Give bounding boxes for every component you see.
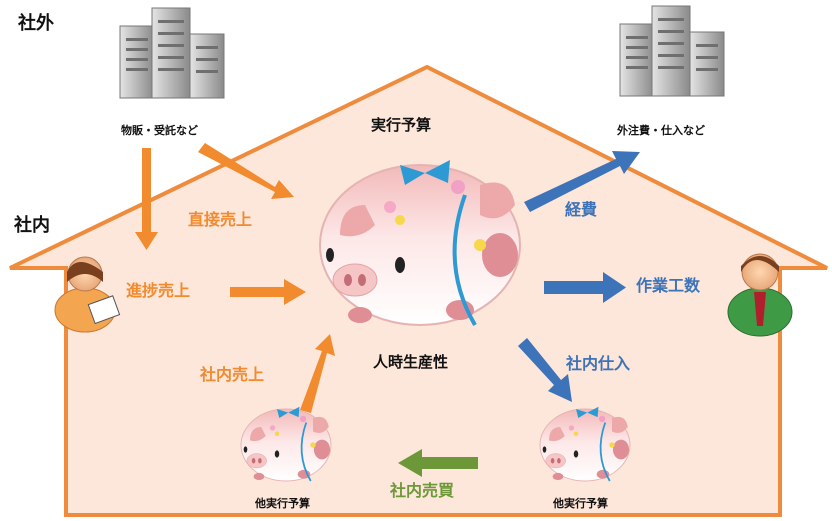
flow-progress-sales: 進捗売上 xyxy=(126,281,191,300)
flow-expenses: 経費 xyxy=(565,200,598,219)
label-external: 社外 xyxy=(18,13,54,34)
label-productivity: 人時生産性 xyxy=(373,353,449,371)
flow-direct-sales: 直接売上 xyxy=(188,210,253,229)
office-building-left-icon xyxy=(119,7,225,99)
arrow-expenses xyxy=(524,151,640,212)
arrow-direct-sales xyxy=(198,143,294,199)
arrow-work-hours xyxy=(544,272,626,303)
arrow-internal-purchase xyxy=(518,338,572,402)
arrow-internal-sales xyxy=(300,334,335,413)
arrow-internal-trade xyxy=(398,449,478,477)
label-other-budget-left: 他実行予算 xyxy=(255,497,310,510)
arrow-source-to-progress-sales xyxy=(135,148,158,250)
flow-internal-sales: 社内売上 xyxy=(200,365,265,384)
flow-internal-purchase: 社内仕入 xyxy=(566,354,631,373)
flow-work-hours: 作業工数 xyxy=(636,276,701,295)
businessman-icon xyxy=(727,253,793,337)
label-internal: 社内 xyxy=(14,215,50,236)
label-sales-source: 物販・受託など xyxy=(121,124,198,137)
label-other-budget-right: 他実行予算 xyxy=(553,497,608,510)
worker-with-clipboard-icon xyxy=(54,256,121,333)
label-expense-destination: 外注費・仕入など xyxy=(617,124,705,137)
arrow-progress-sales xyxy=(230,279,306,305)
office-building-right-icon xyxy=(619,5,725,97)
flow-internal-trade: 社内売買 xyxy=(390,481,455,500)
label-execution-budget: 実行予算 xyxy=(371,116,432,134)
